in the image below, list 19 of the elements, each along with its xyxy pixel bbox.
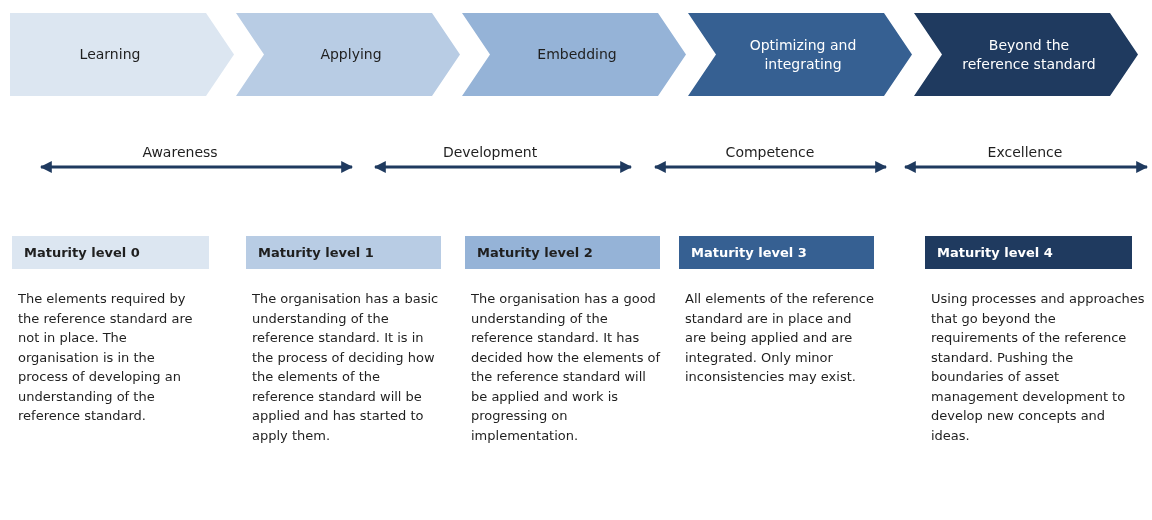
chevron-step: Optimizing and integrating: [688, 13, 912, 96]
level-description: The elements required by the reference standard are not in place. The organisation is in the process of developing an understanding of the reference standard.: [18, 290, 194, 425]
level-description: Using processes and approaches that go beyond the requirements of the reference standard. Pushing the boundaries of asset management development to develop new concepts and ideas.: [931, 290, 1146, 445]
level-header: Maturity level 1: [246, 236, 441, 269]
level-description: All elements of the reference standard are in place and are being applied and are integrated. Only minor inconsistencies may exist.: [685, 290, 875, 386]
chevron-step: Applying: [236, 13, 460, 96]
chevron-step: Learning: [10, 13, 234, 96]
level-header: Maturity level 2: [465, 236, 660, 269]
phase-label: Competence: [725, 143, 815, 162]
level-description: The organisation has a basic understanding of the reference standard. It is in the process of deciding how the elements of the reference standard will be applied and has started to apply them.: [252, 290, 440, 445]
level-description: The organisation has a good understanding of the reference standard. It has decided how the elements of the reference standard will be applied and work is progressing on implementation.: [471, 290, 661, 445]
phase-label: Excellence: [987, 143, 1063, 162]
chevron-step: Beyond the reference standard: [914, 13, 1138, 96]
level-header: Maturity level 4: [925, 236, 1132, 269]
chevron-step: Embedding: [462, 13, 686, 96]
phase-label: Awareness: [142, 143, 218, 162]
phase-label: Development: [442, 143, 538, 162]
level-header: Maturity level 3: [679, 236, 874, 269]
level-header: Maturity level 0: [12, 236, 209, 269]
